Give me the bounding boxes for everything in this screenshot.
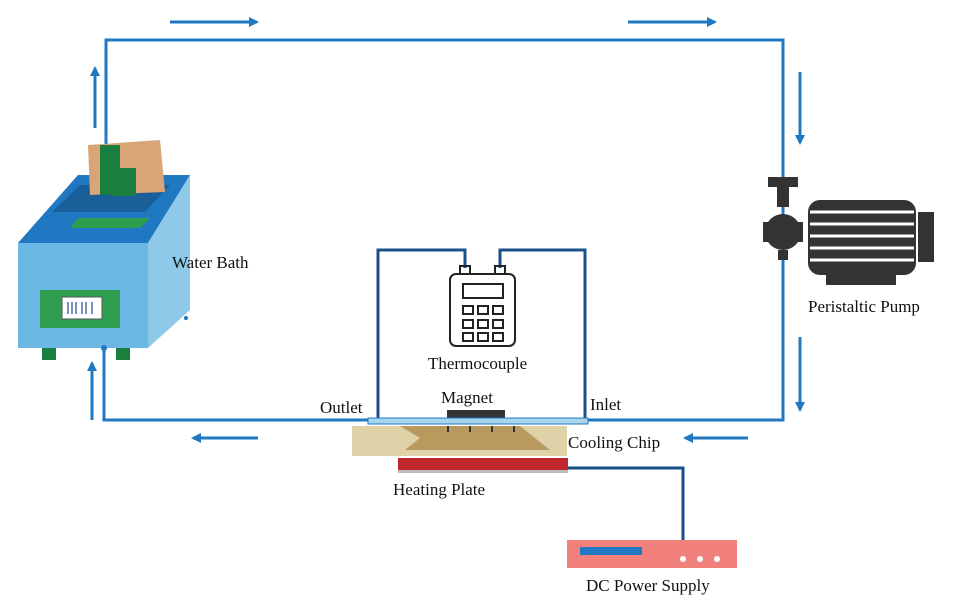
cooling-chip bbox=[352, 426, 567, 456]
microchannel-plate bbox=[367, 417, 589, 425]
water-bath-icon bbox=[18, 140, 190, 360]
thermocouple-wires bbox=[376, 248, 587, 420]
peristaltic-pump-icon bbox=[763, 177, 934, 285]
magnet-bar bbox=[447, 410, 505, 420]
heating-plate-label: Heating Plate bbox=[393, 480, 485, 499]
dc-power-supply-label: DC Power Supply bbox=[586, 576, 710, 595]
flow-arrows bbox=[87, 17, 805, 443]
power-wire bbox=[568, 466, 685, 540]
inlet-label: Inlet bbox=[590, 395, 621, 414]
heating-plate-base bbox=[398, 470, 568, 473]
thermocouple-meter-icon bbox=[449, 265, 516, 347]
heating-plate bbox=[398, 458, 568, 470]
magnet-label: Magnet bbox=[441, 388, 493, 407]
outlet-label: Outlet bbox=[320, 398, 363, 417]
cooling-chip-label: Cooling Chip bbox=[568, 433, 660, 452]
water-bath-label: Water Bath bbox=[172, 253, 249, 272]
water-pipe-loop bbox=[102, 38, 785, 422]
dc-power-supply-icon bbox=[567, 540, 737, 568]
peristaltic-pump-label: Peristaltic Pump bbox=[808, 297, 920, 316]
thermocouple-label: Thermocouple bbox=[428, 354, 527, 373]
